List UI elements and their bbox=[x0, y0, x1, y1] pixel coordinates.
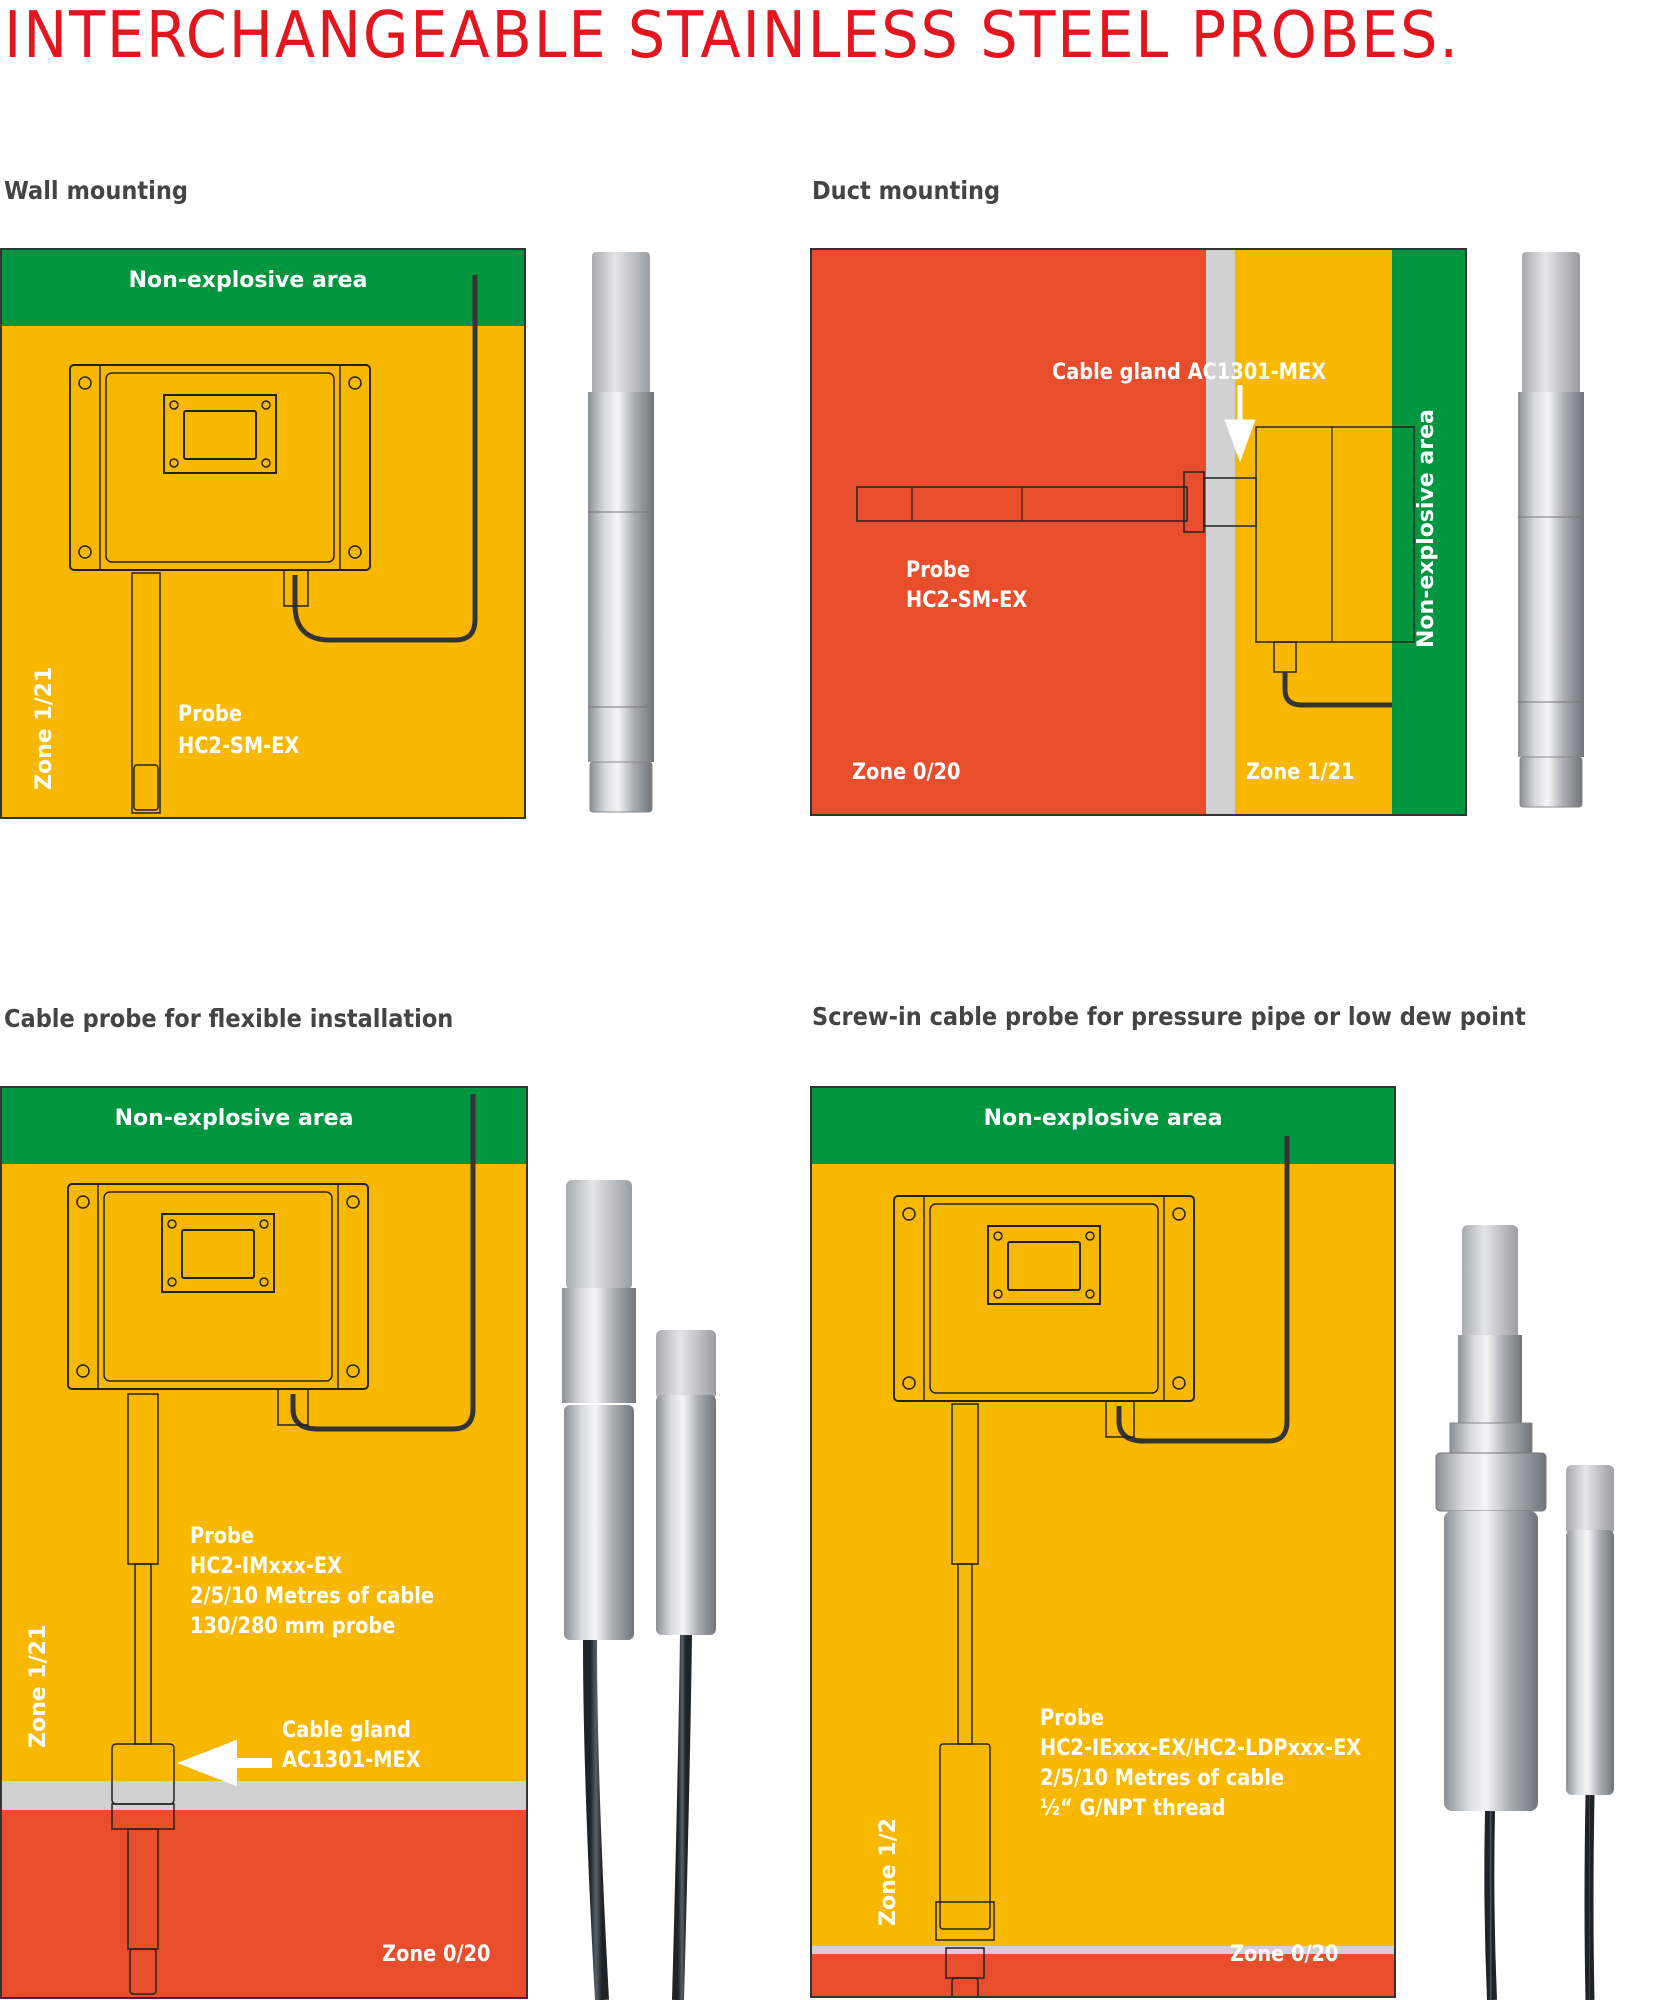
probe-line: 2/5/10 Metres of cable bbox=[1040, 1766, 1284, 1791]
wall-mounting-diagram: Non-explosive area Zone 1/21 Probe HC2-S… bbox=[0, 248, 526, 819]
probe-line: ½“ G/NPT thread bbox=[1040, 1796, 1226, 1821]
arrow-down-icon bbox=[1224, 385, 1256, 463]
transmitter-drawing bbox=[69, 275, 478, 814]
zone-0-area bbox=[812, 1954, 1394, 1996]
pipe-wall bbox=[812, 1946, 1394, 1954]
probe-line: Probe bbox=[190, 1524, 255, 1549]
zone-1-label: Zone 1/2 bbox=[876, 1818, 901, 1926]
area-label: Non-explosive area bbox=[114, 1106, 354, 1131]
transmitter-drawing bbox=[893, 1136, 1290, 1996]
zone-1-area bbox=[1235, 250, 1392, 814]
probe-line: HC2-IMxxx-EX bbox=[190, 1554, 343, 1579]
probe-model: HC2-SM-EX bbox=[178, 734, 300, 759]
cable-probe-diagram: Non-explosive area Zone 1/21 Probe HC2-I… bbox=[0, 1086, 528, 1999]
probe-icon bbox=[951, 1403, 979, 1565]
duct-transmitter-drawing bbox=[856, 385, 1415, 708]
probe-icon bbox=[127, 1393, 159, 1565]
cable-probe-photo bbox=[562, 1180, 716, 2000]
probe-line: 130/280 mm probe bbox=[190, 1614, 396, 1639]
screw-in-probe-photo bbox=[1435, 1225, 1614, 2000]
pipe-wall bbox=[2, 1781, 526, 1810]
heading-screw-in-probe: Screw-in cable probe for pressure pipe o… bbox=[812, 1002, 1526, 1031]
arrow-left-icon bbox=[177, 1739, 272, 1787]
gland-line: AC1301-MEX bbox=[282, 1748, 421, 1773]
zone-0-area bbox=[812, 250, 1206, 814]
non-explosive-zone: Non-explosive area bbox=[2, 1088, 526, 1164]
gland-line: Cable gland bbox=[282, 1718, 411, 1743]
probe-label: Probe bbox=[906, 558, 971, 583]
non-explosive-zone bbox=[1392, 250, 1465, 814]
cable-icon bbox=[292, 275, 478, 643]
zone-0-label: Zone 0/20 bbox=[852, 760, 961, 785]
zone-0-area bbox=[2, 1810, 526, 1997]
probe-line: HC2-IExxx-EX/HC2-LDPxxx-EX bbox=[1040, 1736, 1362, 1761]
area-label: Non-explosive area bbox=[983, 1106, 1223, 1131]
zone-label: Zone 1/21 bbox=[32, 666, 57, 790]
page-title: INTERCHANGEABLE STAINLESS STEEL PROBES. bbox=[4, 0, 1460, 73]
non-explosive-zone: Non-explosive area bbox=[812, 1088, 1394, 1164]
probe-line: Probe bbox=[1040, 1706, 1105, 1731]
zone-0-label: Zone 0/20 bbox=[1230, 1942, 1339, 1967]
gland-label: Cable gland AC1301-MEX bbox=[1052, 360, 1327, 385]
zone-0-label: Zone 0/20 bbox=[382, 1942, 491, 1967]
transmitter-drawing bbox=[67, 1094, 476, 1995]
non-explosive-zone: Non-explosive area bbox=[2, 250, 524, 326]
screw-in-probe-diagram: Non-explosive area Zone 1/2 Probe HC2-IE… bbox=[810, 1086, 1396, 1998]
area-label: Non-explosive area bbox=[1414, 409, 1439, 648]
stainless-probe-photo bbox=[588, 252, 654, 813]
heading-wall-mounting: Wall mounting bbox=[4, 176, 188, 205]
duct-mounting-diagram: Cable gland AC1301-MEX Probe HC2-SM-EX Z… bbox=[810, 248, 1467, 816]
probe-label: Probe bbox=[178, 702, 243, 727]
probe-line: 2/5/10 Metres of cable bbox=[190, 1584, 434, 1609]
probe-model: HC2-SM-EX bbox=[906, 588, 1028, 613]
duct-wall bbox=[1206, 250, 1235, 814]
zone-1-area bbox=[2, 1164, 526, 1781]
stainless-probe-photo bbox=[1518, 252, 1584, 808]
heading-duct-mounting: Duct mounting bbox=[812, 176, 1001, 205]
probe-icon bbox=[131, 572, 161, 814]
area-label: Non-explosive area bbox=[128, 268, 368, 293]
zone-1-label: Zone 1/21 bbox=[1246, 760, 1355, 785]
zone-1-label: Zone 1/21 bbox=[26, 1624, 51, 1748]
zone-1-area bbox=[812, 1164, 1394, 1946]
heading-cable-probe: Cable probe for flexible installation bbox=[4, 1004, 454, 1033]
